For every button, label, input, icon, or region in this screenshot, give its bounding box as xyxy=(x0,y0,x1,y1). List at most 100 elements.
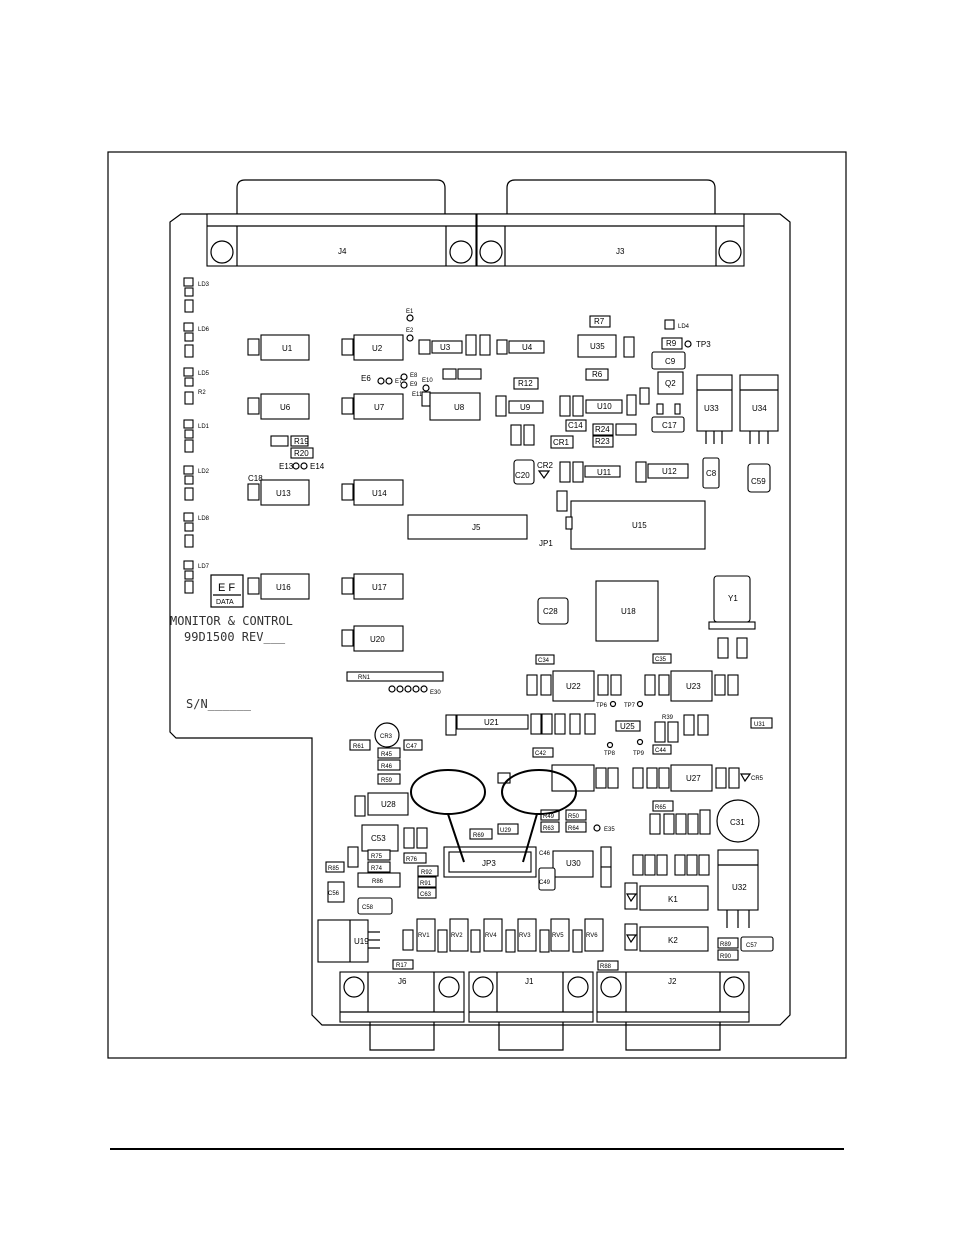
lower-mid-parts: RN1 E30 C34 C35 U22 TP6 TP7 U23 U21 U25 … xyxy=(346,653,773,785)
logo-top-text: E F xyxy=(218,582,235,594)
r49-label: R49 xyxy=(543,814,555,820)
silkscreen-logo: E F DATA xyxy=(210,574,244,608)
tp7-label: TP7 xyxy=(624,703,636,709)
j5-label: J5 xyxy=(472,523,481,532)
r9-label: R9 xyxy=(666,339,677,348)
j4-label: J4 xyxy=(338,247,347,256)
r89-label: R89 xyxy=(720,942,732,948)
cr1-label: CR1 xyxy=(553,438,570,447)
r86-label: R86 xyxy=(372,879,384,885)
u4-label: U4 xyxy=(522,343,533,352)
e11-label: E11 xyxy=(412,392,423,398)
c17-label: C17 xyxy=(662,421,677,430)
logo-bottom-text: DATA xyxy=(216,599,234,606)
connector-j6: J6 xyxy=(339,971,465,1051)
c58-label: C58 xyxy=(362,905,374,911)
u6-label: U6 xyxy=(280,403,291,412)
u7-label: U7 xyxy=(374,403,385,412)
cr2-label: CR2 xyxy=(537,461,554,470)
board-title-line1: MONITOR & CONTROL xyxy=(170,614,293,628)
u28-label: U28 xyxy=(381,800,396,809)
r75-label: R75 xyxy=(371,854,383,860)
e8-label: E8 xyxy=(410,373,418,379)
q2-label: Q2 xyxy=(665,379,676,388)
u34-label: U34 xyxy=(752,404,767,413)
u35-label: U35 xyxy=(590,342,605,351)
j6-label: J6 xyxy=(398,977,407,986)
ld4-label: LD4 xyxy=(678,324,690,330)
u29-label: U29 xyxy=(500,828,512,834)
e2-label: E2 xyxy=(406,328,414,334)
u9-label: U9 xyxy=(520,403,531,412)
e10-label: E10 xyxy=(422,378,433,384)
callout-ellipse-left xyxy=(410,769,486,815)
u19-label: U19 xyxy=(354,937,369,946)
r69-label: R69 xyxy=(473,833,485,839)
c9-label: C9 xyxy=(665,357,676,366)
connector-j3: J3 xyxy=(476,179,745,267)
r76-label: R76 xyxy=(406,857,418,863)
r64-label: R64 xyxy=(568,826,580,832)
led-label: LD6 xyxy=(198,327,210,333)
pot-row: RV1 RV2 RV4 RV3 RV5 RV6 xyxy=(416,918,604,953)
connector-j2: J2 xyxy=(596,971,750,1051)
u2-label: U2 xyxy=(372,344,383,353)
r39-label: R39 xyxy=(662,715,674,721)
led-label: LD5 xyxy=(198,371,210,377)
r17-label: R17 xyxy=(396,963,408,969)
tp8-label: TP8 xyxy=(604,751,616,757)
rv2-label: RV2 xyxy=(451,933,463,939)
u13-label: U13 xyxy=(276,489,291,498)
r90-label: R90 xyxy=(720,954,732,960)
r91-label: R91 xyxy=(420,881,432,887)
r50-label: R50 xyxy=(568,814,580,820)
c35-label: C35 xyxy=(655,657,667,663)
u3-label: U3 xyxy=(440,343,451,352)
u21-label: U21 xyxy=(484,718,499,727)
u15-label: U15 xyxy=(632,521,647,530)
u18-label: U18 xyxy=(621,607,636,616)
c8-label: C8 xyxy=(706,469,717,478)
led-label: LD1 xyxy=(198,424,210,430)
tp9-label: TP9 xyxy=(633,751,645,757)
e7-label: E7 xyxy=(395,379,403,385)
led-label: LD7 xyxy=(198,564,210,570)
r19-label: R19 xyxy=(294,437,309,446)
u17-label: U17 xyxy=(372,583,387,592)
cr5-label: CR5 xyxy=(751,776,764,782)
r92-label: R92 xyxy=(421,870,433,876)
led-label: LD2 xyxy=(198,469,210,475)
c31-label: C31 xyxy=(730,818,745,827)
k1-label: K1 xyxy=(668,895,678,904)
r61-label: R61 xyxy=(353,744,365,750)
c44-label: C44 xyxy=(655,748,667,754)
c34-label: C34 xyxy=(538,658,550,664)
r2-label: R2 xyxy=(198,390,206,396)
rn1-label: RN1 xyxy=(358,675,371,681)
u11-label: U11 xyxy=(597,468,612,477)
ic-row-1: U1 U2 U3 U4 R7 U35 LD4 R9 TP3 C9 xyxy=(247,315,711,370)
c57-label: C57 xyxy=(746,943,758,949)
c46-label: C46 xyxy=(539,851,551,857)
e6-label: E6 xyxy=(361,374,371,383)
c56-label: C56 xyxy=(328,891,340,897)
jp1-label: JP1 xyxy=(539,539,553,548)
rv4-label: RV4 xyxy=(485,933,497,939)
r74-label: R74 xyxy=(371,866,383,872)
lower-left-parts: R75 R74 R76 R85 R92 R91 C63 R86 C56 C58 … xyxy=(317,846,439,970)
mid-parts: C14 R24 R23 CR1 R19 R20 E13 E14 C20 CR2 … xyxy=(270,419,771,512)
e35-label: E35 xyxy=(604,827,615,833)
e9-label: E9 xyxy=(410,382,418,388)
u8-label: U8 xyxy=(454,403,465,412)
callout-pointer-left xyxy=(447,813,465,863)
c42-label: C42 xyxy=(535,751,547,757)
y1-label: Y1 xyxy=(728,594,738,603)
e14-label: E14 xyxy=(310,462,325,471)
u33-label: U33 xyxy=(704,404,719,413)
u32-label: U32 xyxy=(732,883,747,892)
u23-label: U23 xyxy=(686,682,701,691)
board-title-line2: 99D1500 REV___ xyxy=(184,630,286,644)
r12-label: R12 xyxy=(518,379,533,388)
r45-label: R45 xyxy=(381,752,393,758)
